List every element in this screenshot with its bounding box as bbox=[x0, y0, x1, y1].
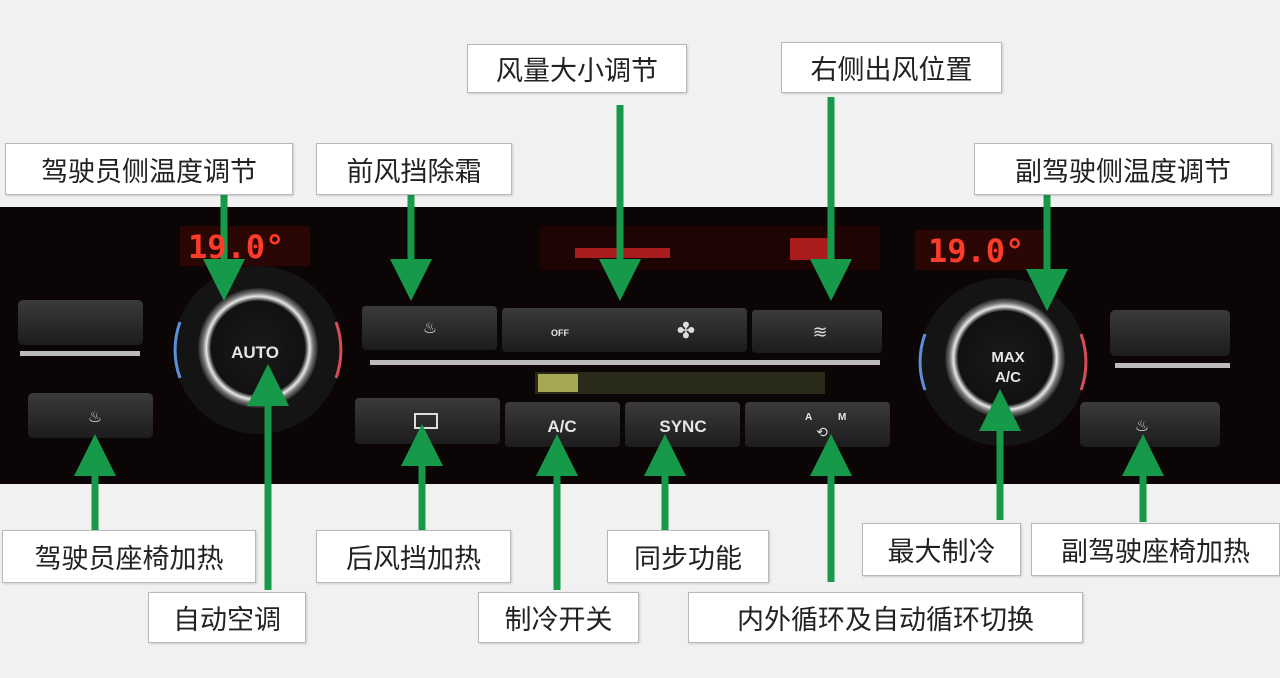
right-lcd bbox=[915, 230, 1045, 270]
label-max-cool: 最大制冷 bbox=[862, 523, 1021, 576]
sync-button-label: SYNC bbox=[659, 417, 706, 436]
recirc-m-label: M bbox=[838, 412, 846, 423]
label-driver-temp: 驾驶员侧温度调节 bbox=[5, 143, 293, 195]
chrome-strip bbox=[370, 360, 880, 365]
recirc-a-label: A bbox=[805, 412, 812, 423]
right-temp-readout: 19.0° bbox=[928, 232, 1024, 270]
label-passenger-seat-heat: 副驾驶座椅加热 bbox=[1031, 523, 1280, 576]
label-ac-switch: 制冷开关 bbox=[478, 592, 639, 643]
left-blank-button[interactable] bbox=[18, 300, 143, 345]
defrost-icon: ♨ bbox=[423, 318, 437, 337]
label-driver-seat-heat: 驾驶员座椅加热 bbox=[2, 530, 256, 583]
status-lights bbox=[535, 372, 825, 394]
chrome-strip bbox=[20, 351, 140, 356]
callout-arrows bbox=[74, 97, 1164, 590]
auto-button-label[interactable]: AUTO bbox=[231, 343, 279, 362]
label-passenger-temp: 副驾驶侧温度调节 bbox=[974, 143, 1272, 195]
max-label[interactable]: MAX bbox=[991, 349, 1024, 366]
front-defrost-button[interactable] bbox=[362, 306, 497, 350]
label-right-vent: 右侧出风位置 bbox=[781, 42, 1002, 93]
recirculation-button[interactable] bbox=[745, 402, 890, 447]
passenger-seat-heat-button[interactable] bbox=[1080, 402, 1220, 447]
passenger-seat-icon: ♨ bbox=[1135, 416, 1149, 435]
fan-off-label: OFF bbox=[551, 328, 569, 338]
chrome-strip bbox=[1115, 363, 1230, 368]
car-recirc-icon: ⟲ bbox=[816, 425, 828, 441]
fan-speed-buttons[interactable] bbox=[502, 308, 747, 352]
driver-seat-heat-button[interactable] bbox=[28, 393, 153, 438]
label-front-defrost: 前风挡除霜 bbox=[316, 143, 512, 195]
vent-seat-icon: ≋ bbox=[812, 322, 827, 343]
label-rear-defrost: 后风挡加热 bbox=[316, 530, 511, 583]
status-light bbox=[538, 374, 578, 392]
label-auto-ac: 自动空调 bbox=[148, 592, 306, 643]
right-blank-button[interactable] bbox=[1110, 310, 1230, 356]
fan-icon: ✤ bbox=[677, 319, 695, 344]
vent-position-indicator bbox=[790, 238, 830, 260]
seat-heat-icon: ♨ bbox=[88, 407, 102, 426]
left-lcd bbox=[180, 226, 310, 266]
label-sync: 同步功能 bbox=[607, 530, 769, 583]
rear-defrost-button[interactable] bbox=[355, 398, 500, 444]
left-temp-readout: 19.0° bbox=[188, 228, 284, 266]
label-recirculation: 内外循环及自动循环切换 bbox=[688, 592, 1083, 643]
passenger-temp-knob[interactable] bbox=[945, 298, 1065, 418]
label-fan-speed: 风量大小调节 bbox=[467, 44, 687, 93]
ac-button-label: A/C bbox=[547, 417, 576, 436]
ac-button[interactable] bbox=[505, 402, 620, 447]
air-distribution-button[interactable] bbox=[752, 310, 882, 353]
max-ac-label[interactable]: A/C bbox=[995, 369, 1021, 386]
